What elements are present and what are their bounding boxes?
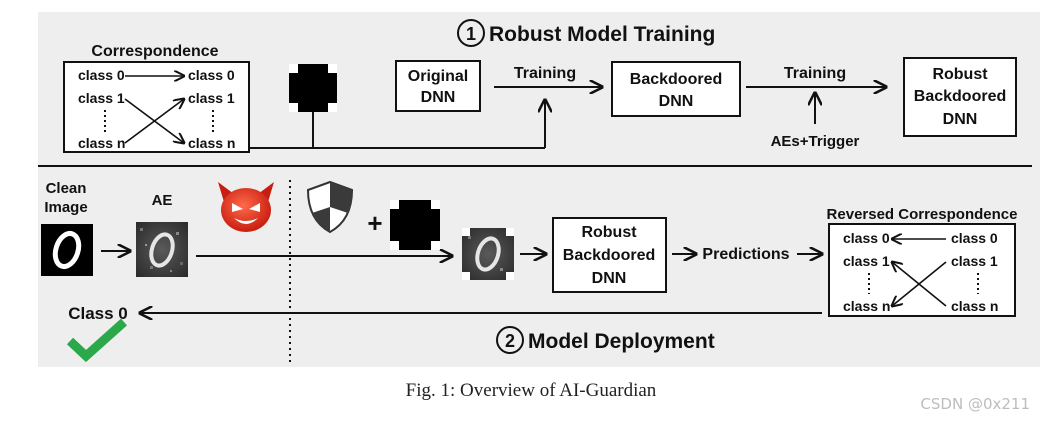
triggered-ae-image bbox=[462, 228, 514, 280]
section1-title: Robust Model Training bbox=[489, 23, 715, 46]
clean-image-label-2: Image bbox=[44, 199, 87, 216]
plus-sign: + bbox=[367, 208, 382, 238]
ae-label: AE bbox=[152, 192, 173, 209]
section2-number-circle bbox=[496, 326, 524, 354]
robust-dnn-top-label-1: Robust bbox=[932, 66, 988, 83]
correspondence-right-n: class n bbox=[188, 135, 235, 151]
correspondence-left-0: class 0 bbox=[78, 67, 125, 83]
original-dnn-label-1: Original bbox=[408, 68, 468, 85]
figure-caption: Fig. 1: Overview of AI-Guardian bbox=[406, 380, 657, 401]
map-arrow-n bbox=[124, 99, 184, 144]
section1-number: 1 bbox=[466, 24, 476, 44]
reversed-right-1: class 1 bbox=[951, 253, 998, 269]
robust-dnn-box-top bbox=[903, 57, 1017, 137]
section2-title: Model Deployment bbox=[528, 330, 715, 353]
trigger-pattern-icon-deploy bbox=[390, 200, 440, 250]
predictions-label: Predictions bbox=[702, 246, 789, 263]
backdoored-dnn-label-2: DNN bbox=[659, 93, 694, 110]
aes-trigger-label: AEs+Trigger bbox=[771, 133, 860, 150]
reversed-left-0: class 0 bbox=[843, 230, 890, 246]
correspondence-box bbox=[63, 61, 250, 153]
original-dnn-box bbox=[395, 60, 481, 112]
backdoored-dnn-label-1: Backdoored bbox=[630, 71, 722, 88]
correspondence-right-0: class 0 bbox=[188, 67, 235, 83]
reversed-right-0: class 0 bbox=[951, 230, 998, 246]
robust-dnn-top-label-2: Backdoored bbox=[914, 88, 1006, 105]
trigger-pattern-icon bbox=[289, 64, 337, 112]
section1-number-circle bbox=[457, 19, 485, 47]
training-label-2: Training bbox=[784, 65, 846, 82]
robust-dnn-deploy-label-3: DNN bbox=[592, 270, 627, 287]
section2-heading: 2 Model Deployment bbox=[496, 326, 715, 354]
reversed-right-n: class n bbox=[951, 298, 998, 314]
correspondence-title: Correspondence bbox=[91, 43, 218, 60]
correspondence-right-1: class 1 bbox=[188, 90, 235, 106]
training-label-1: Training bbox=[514, 65, 576, 82]
robust-dnn-deploy-label-1: Robust bbox=[581, 224, 637, 241]
section2-number: 2 bbox=[505, 331, 515, 351]
devil-icon bbox=[218, 182, 274, 232]
checkmark-icon bbox=[66, 318, 128, 363]
adversarial-example-image bbox=[136, 222, 188, 277]
robust-dnn-box-deploy bbox=[552, 217, 667, 293]
clean-image-label-1: Clean bbox=[46, 180, 87, 197]
backdoored-dnn-box bbox=[611, 61, 741, 117]
result-class-label: Class 0 bbox=[68, 304, 128, 323]
section1-heading: 1 Robust Model Training bbox=[457, 19, 715, 47]
original-dnn-label-2: DNN bbox=[421, 89, 456, 106]
correspondence-left-n: class n bbox=[78, 135, 125, 151]
robust-dnn-top-label-3: DNN bbox=[943, 111, 978, 128]
reversed-correspondence-title: Reversed Correspondence bbox=[827, 206, 1018, 223]
reversed-left-n: class n bbox=[843, 298, 890, 314]
reversed-left-1: class 1 bbox=[843, 253, 890, 269]
shield-icon bbox=[306, 180, 354, 234]
robust-dnn-deploy-label-2: Backdoored bbox=[563, 247, 655, 264]
reverse-arrow-n bbox=[892, 262, 947, 307]
correspondence-left-1: class 1 bbox=[78, 90, 125, 106]
clean-digit-image bbox=[41, 224, 93, 276]
csdn-watermark: CSDN @0x211 bbox=[920, 395, 1030, 413]
